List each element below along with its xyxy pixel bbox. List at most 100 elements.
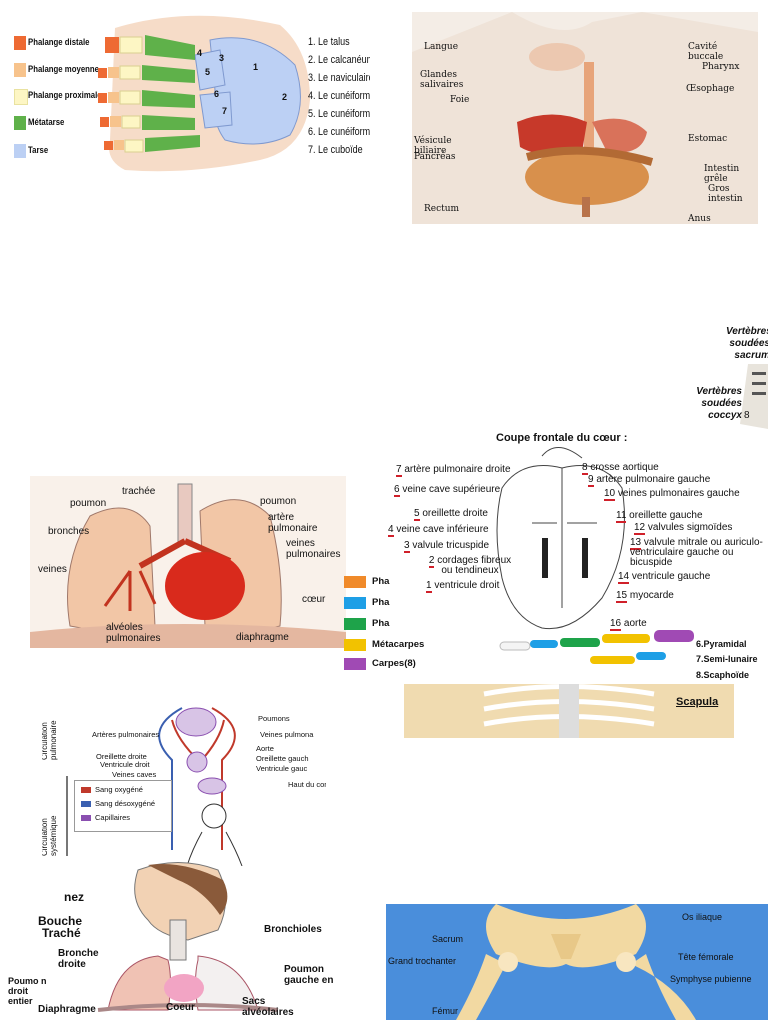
circulation-panel: Circulation pulmonaire Circulation systé… <box>42 700 326 866</box>
pelvis-panel: Os iliaque Sacrum Tête fémorale Grand tr… <box>386 904 768 1020</box>
label-oreillette-gauche: Oreillette gauch <box>256 754 309 763</box>
legend-swatch-metatarse <box>14 116 26 130</box>
label-veines-pulmona: Veines pulmona <box>260 730 314 739</box>
label-vertebres-coccyx: Vertèbres soudées coccyx <box>696 386 742 421</box>
label-os-iliaque: Os iliaque <box>682 912 723 922</box>
heart-title: Coupe frontale du cœur : <box>496 432 628 444</box>
heart-panel: Coupe frontale du cœur : 7 artère pulmon… <box>382 428 768 638</box>
heart-label-text: oreillette droite <box>422 508 488 519</box>
label-veines: veines <box>38 564 67 575</box>
legend-label: Phalange distale <box>28 37 90 48</box>
heart-label: 10 veines pulmonaires gauche <box>604 488 740 501</box>
heart-label: 9 artère pulmonaire gauche <box>588 474 710 487</box>
label-trachee: trachée <box>122 486 156 497</box>
circulation-legend: Sang oxygéné Sang désoxygéné Capillaires <box>74 780 172 832</box>
heart-label-number: 7 <box>396 464 402 477</box>
label-glandes: Glandes salivaires <box>420 70 464 90</box>
foot-number: 6 <box>214 89 220 99</box>
heart-label-text: valvules sigmoïdes <box>647 522 733 533</box>
heart-label: 1 ventricule droit <box>426 580 499 593</box>
label-bronches: bronches <box>48 526 90 537</box>
heart-label: 8 crosse aortique <box>582 462 659 475</box>
heart-label-number: 12 <box>634 522 646 535</box>
legend-label: Pha <box>372 576 390 587</box>
label-cavite: Cavité buccale <box>688 42 724 62</box>
pelvis-illustration <box>456 904 696 1020</box>
ribcage-illustration <box>483 684 655 738</box>
bone-label: 5. Le cunéiforme intermédiaire <box>308 108 370 120</box>
label-poumon-left: poumon <box>70 498 107 509</box>
heart-label-number: 6 <box>394 484 400 497</box>
heart-label-text: artère pulmonaire droite <box>404 464 511 475</box>
heart-label-text: myocarde <box>629 590 674 601</box>
digestive-illustration <box>412 12 758 224</box>
bone-label: 2. Le calcanéum <box>308 54 370 66</box>
legend-label: Phalange moyenne <box>28 64 100 75</box>
respiratory-illustration <box>97 862 279 1012</box>
label-foie: Foie <box>450 95 470 105</box>
legend-swatch <box>81 787 91 793</box>
spine-number: 8 <box>744 410 750 421</box>
heart-label-number: 14 <box>618 571 630 584</box>
heart-label-text: aorte <box>623 618 647 629</box>
label-arteres-pulmonaires: Artères pulmonaires <box>92 730 160 739</box>
label-artere-pulmonaire: artère pulmonaire <box>268 512 318 534</box>
bone-label: 4. Le cunéiforme médial <box>308 90 370 102</box>
label-gros-intestin: Gros intestin <box>708 184 743 204</box>
respiratory-panel: nez Bouche Traché Bronche droite Poumo n… <box>8 860 344 1020</box>
hand-bones-illustration <box>499 630 694 664</box>
foot-number: 4 <box>197 48 203 58</box>
sacrum-illustration <box>740 364 768 429</box>
carpal-label: 8.Scaphoïde <box>696 670 750 680</box>
label-pancreas: Pancréas <box>414 152 456 162</box>
heart-label: 4 veine cave inférieure <box>388 524 489 537</box>
legend-label: Sang désoxygéné <box>95 799 156 808</box>
legend-swatch-tarse <box>14 144 26 158</box>
legend-label: Métacarpes <box>372 639 425 650</box>
heart-label-text: veine cave inférieure <box>396 524 489 535</box>
bone-label: 6. Le cunéiforme latéral <box>308 126 370 138</box>
heart-label-number: 4 <box>388 524 394 537</box>
label-diaphragme: diaphragme <box>236 632 289 643</box>
heart-label: 11 oreillette gauche <box>616 510 703 523</box>
label-rectum: Rectum <box>424 204 460 214</box>
divider-line <box>66 776 68 856</box>
heart-label-number: 15 <box>616 590 628 603</box>
legend-label: Phalange proximale <box>28 90 102 101</box>
scapula-label: Scapula <box>676 696 719 708</box>
label-vertebres-sacrum: Vertèbres soudées sacrum <box>726 326 768 361</box>
heart-label-text: valvule tricuspide <box>412 540 490 551</box>
heart-label: 6 veine cave supérieure <box>394 484 500 497</box>
label-nez: nez <box>64 890 85 904</box>
carpal-label: 7.Semi-lunaire <box>696 654 758 664</box>
digestive-panel: Langue Glandes salivaires Foie Vésicule … <box>412 12 758 224</box>
foot-number: 2 <box>282 92 288 102</box>
label-poumon-gauche: Poumon gauche en <box>284 964 334 986</box>
label-oreillette-droite: Oreillette droite <box>96 752 147 761</box>
legend-swatch-distal <box>14 36 26 50</box>
hand-legend-panel: Pha Pha Pha Métacarpes Carpes(8) 6.Pyram… <box>340 570 768 738</box>
label-tete-femorale: Tête fémorale <box>678 952 734 962</box>
bone-label: 3. Le naviculaire <box>308 72 370 84</box>
legend-swatch <box>344 658 366 670</box>
label-coeur: Coeur <box>166 1002 195 1013</box>
legend-label: Sang oxygéné <box>95 785 143 794</box>
label-poumon-right: poumon <box>260 496 297 507</box>
legend-swatch-middle <box>14 63 26 77</box>
foot-skeleton-illustration <box>98 15 310 172</box>
foot-number: 7 <box>222 106 228 116</box>
heart-label: 15 myocarde <box>616 590 674 603</box>
label-grand-trochanter: Grand trochanter <box>388 956 457 966</box>
label-oesophage: Œsophage <box>686 84 735 94</box>
heart-label-number: 16 <box>610 618 622 631</box>
heart-section-illustration <box>496 447 625 630</box>
label-ventricule-droit: Ventricule droit <box>100 760 150 769</box>
heart-label-number: 9 <box>588 474 594 487</box>
label-poumons: Poumons <box>258 714 290 723</box>
legend-swatch <box>81 801 91 807</box>
bone-label: 7. Le cuboïde <box>308 144 363 156</box>
label-langue: Langue <box>424 42 459 52</box>
heart-label: 16 aorte <box>610 618 647 631</box>
heart-label-text: crosse aortique <box>590 462 659 473</box>
heart-label: 5 oreillette droite <box>414 508 488 521</box>
